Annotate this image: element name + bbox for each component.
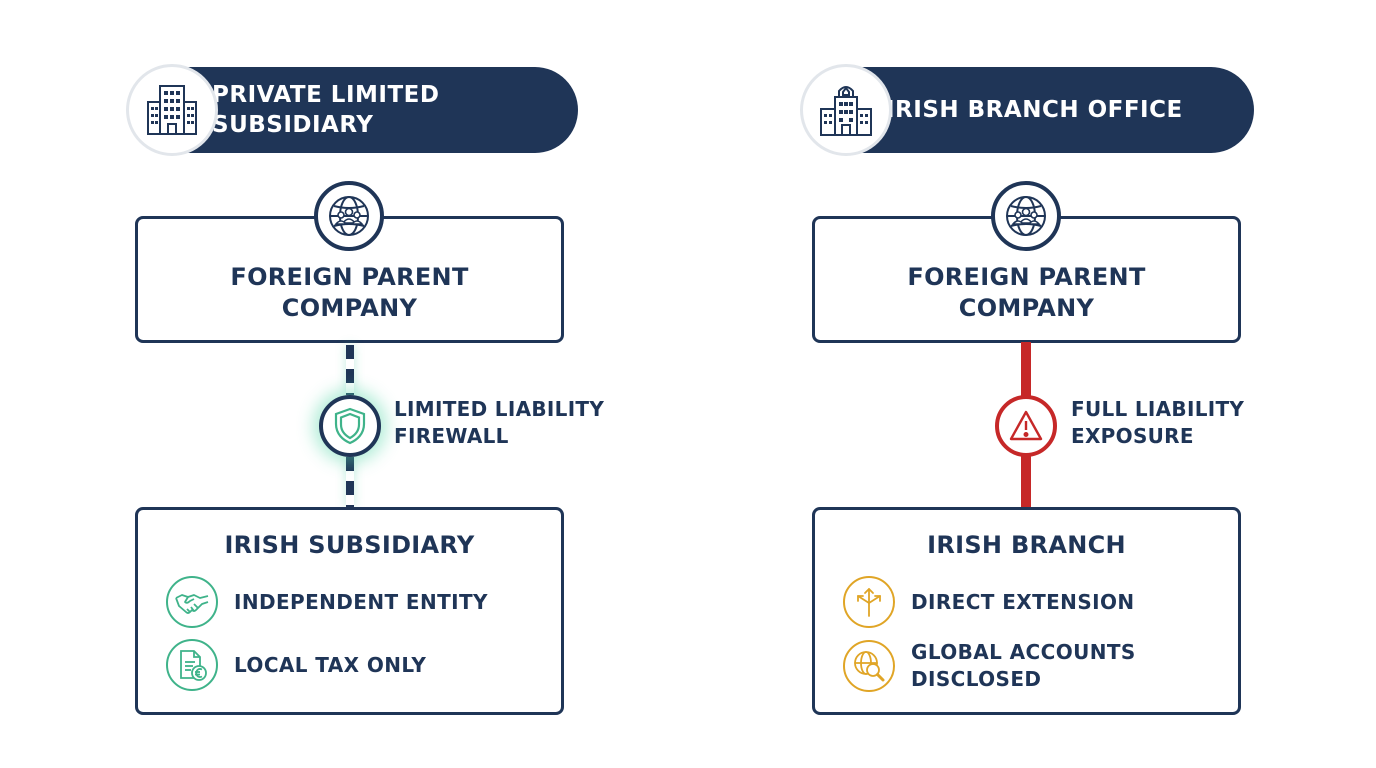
feature-direct-extension: DIRECT EXTENSION xyxy=(843,576,1135,628)
dashed-connector-bottom xyxy=(346,457,354,507)
child-title: IRISH SUBSIDIARY xyxy=(224,531,475,559)
feature-label: GLOBAL ACCOUNTS DISCLOSED xyxy=(911,639,1136,693)
limited-liability-label: LIMITED LIABILITY FIREWALL xyxy=(394,396,604,450)
header-title-line1: PRIVATE LIMITED xyxy=(212,82,440,108)
feature-global-accounts-disclosed: GLOBAL ACCOUNTS DISCLOSED xyxy=(843,639,1136,693)
office-building-icon xyxy=(126,64,218,156)
split-arrows-icon xyxy=(843,576,895,628)
tax-document-euro-icon xyxy=(166,639,218,691)
branch-header-pill: IRISH BRANCH OFFICE xyxy=(842,67,1254,153)
header-title: IRISH BRANCH OFFICE xyxy=(886,97,1183,123)
warning-triangle-icon xyxy=(995,395,1057,457)
subsidiary-header: PRIVATE LIMITED SUBSIDIARY xyxy=(126,64,578,156)
dashed-connector-top xyxy=(346,345,354,395)
globe-people-icon xyxy=(991,181,1061,251)
subsidiary-header-pill: PRIVATE LIMITED SUBSIDIARY xyxy=(168,67,578,153)
full-liability-label: FULL LIABILITY EXPOSURE xyxy=(1071,396,1244,450)
feature-label-line1: GLOBAL ACCOUNTS xyxy=(911,640,1136,664)
handshake-icon xyxy=(166,576,218,628)
globe-magnifier-icon xyxy=(843,640,895,692)
child-title: IRISH BRANCH xyxy=(927,531,1126,559)
globe-people-icon xyxy=(314,181,384,251)
header-title-line2: SUBSIDIARY xyxy=(212,112,374,138)
feature-local-tax-only: LOCAL TAX ONLY xyxy=(166,639,426,691)
branch-building-icon xyxy=(800,64,892,156)
connector-label-line1: FULL LIABILITY xyxy=(1071,397,1245,421)
parent-title-line2: COMPANY xyxy=(281,294,418,322)
feature-label: INDEPENDENT ENTITY xyxy=(234,589,488,614)
parent-title-line1: FOREIGN PARENT xyxy=(230,263,469,291)
branch-header: IRISH BRANCH OFFICE xyxy=(800,64,1256,156)
feature-independent-entity: INDEPENDENT ENTITY xyxy=(166,576,488,628)
parent-title-line1: FOREIGN PARENT xyxy=(907,263,1146,291)
irish-subsidiary-box: IRISH SUBSIDIARY INDEPENDENT ENTITY xyxy=(135,507,564,715)
connector-label-line1: LIMITED LIABILITY xyxy=(394,397,605,421)
connector-label-line2: FIREWALL xyxy=(394,424,509,448)
feature-label: LOCAL TAX ONLY xyxy=(234,652,427,677)
irish-branch-box: IRISH BRANCH DIRECT EXTENSION xyxy=(812,507,1241,715)
feature-label-line2: DISCLOSED xyxy=(911,667,1042,691)
connector-label-line2: EXPOSURE xyxy=(1071,424,1194,448)
shield-icon xyxy=(319,395,381,457)
feature-label: DIRECT EXTENSION xyxy=(911,589,1135,614)
parent-title-line2: COMPANY xyxy=(958,294,1095,322)
